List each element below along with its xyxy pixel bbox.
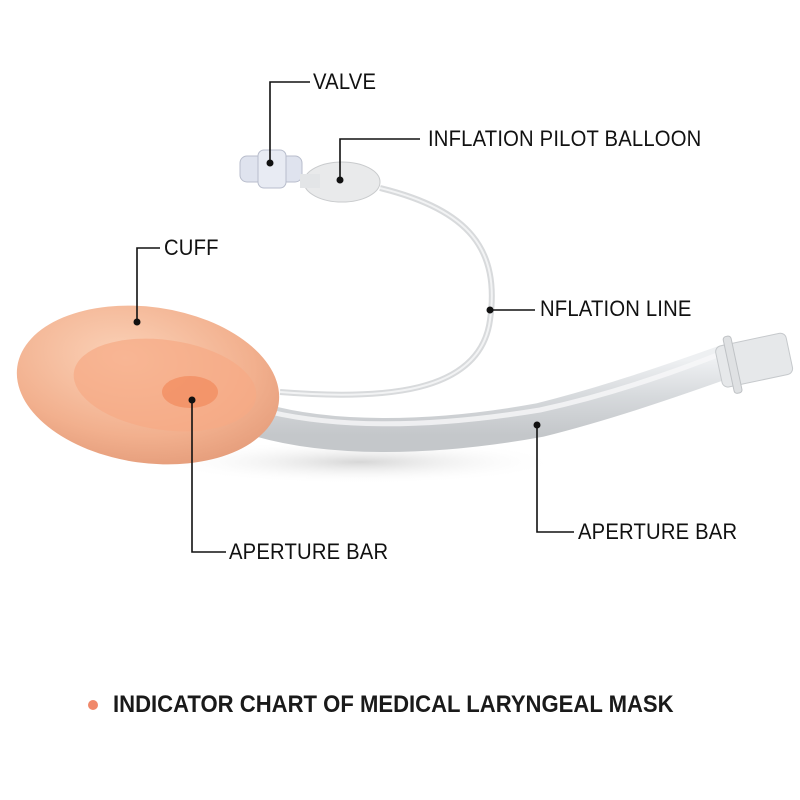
inflation-line-tube: [279, 185, 495, 398]
leader-dots: [133, 159, 541, 429]
label-aperture-bar-left: APERTURE BAR: [229, 539, 389, 564]
caption-title: INDICATOR CHART OF MEDICAL LARYNGEAL MAS…: [113, 691, 674, 718]
label-inflation-line: NFLATION LINE: [540, 296, 692, 321]
airway-tube: [243, 343, 747, 452]
label-inflation-pilot-balloon: INFLATION PILOT BALLOON: [428, 126, 702, 151]
label-cuff: CUFF: [164, 235, 219, 260]
label-valve: VALVE: [313, 69, 377, 94]
leader-lines: [136, 81, 574, 553]
shadow: [160, 440, 560, 484]
caption-bullet-icon: [88, 700, 98, 710]
label-aperture-bar-right: APERTURE BAR: [578, 519, 738, 544]
